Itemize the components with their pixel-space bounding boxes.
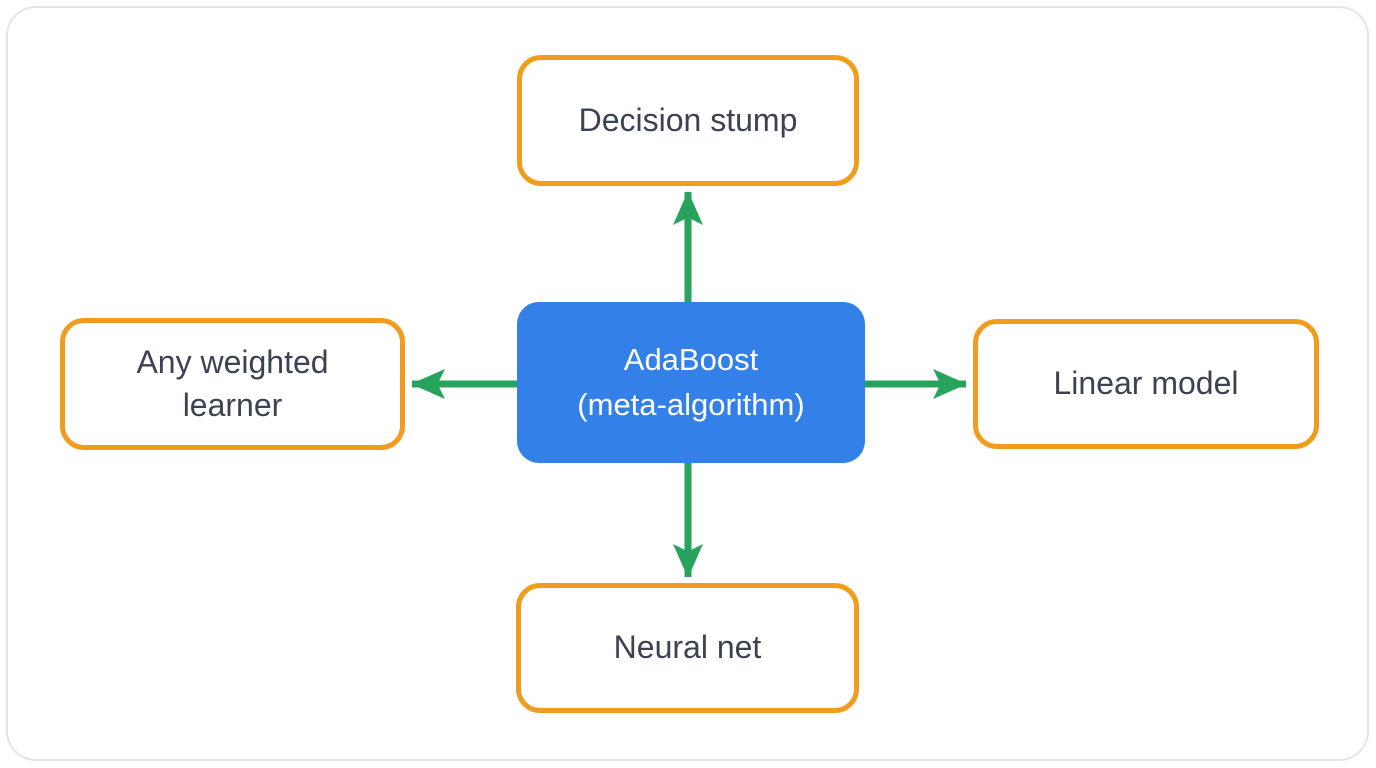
node-label: Decision stump [578,101,798,138]
node-label: Any weighted learner [136,343,329,423]
node-any-weighted-learner: Any weighted learner [60,318,405,450]
center-label-line2: (meta-algorithm) [577,386,805,422]
node-adaboost-center: AdaBoost (meta-algorithm) [517,302,865,463]
node-label: Linear model [1053,365,1239,402]
node-linear-model: Linear model [973,319,1319,449]
node-neural-net: Neural net [516,583,859,713]
center-label-line1: AdaBoost [623,342,759,378]
node-label: Neural net [613,629,762,666]
node-decision-stump: Decision stump [517,55,859,186]
center-node-label: AdaBoost (meta-algorithm) [577,338,804,426]
